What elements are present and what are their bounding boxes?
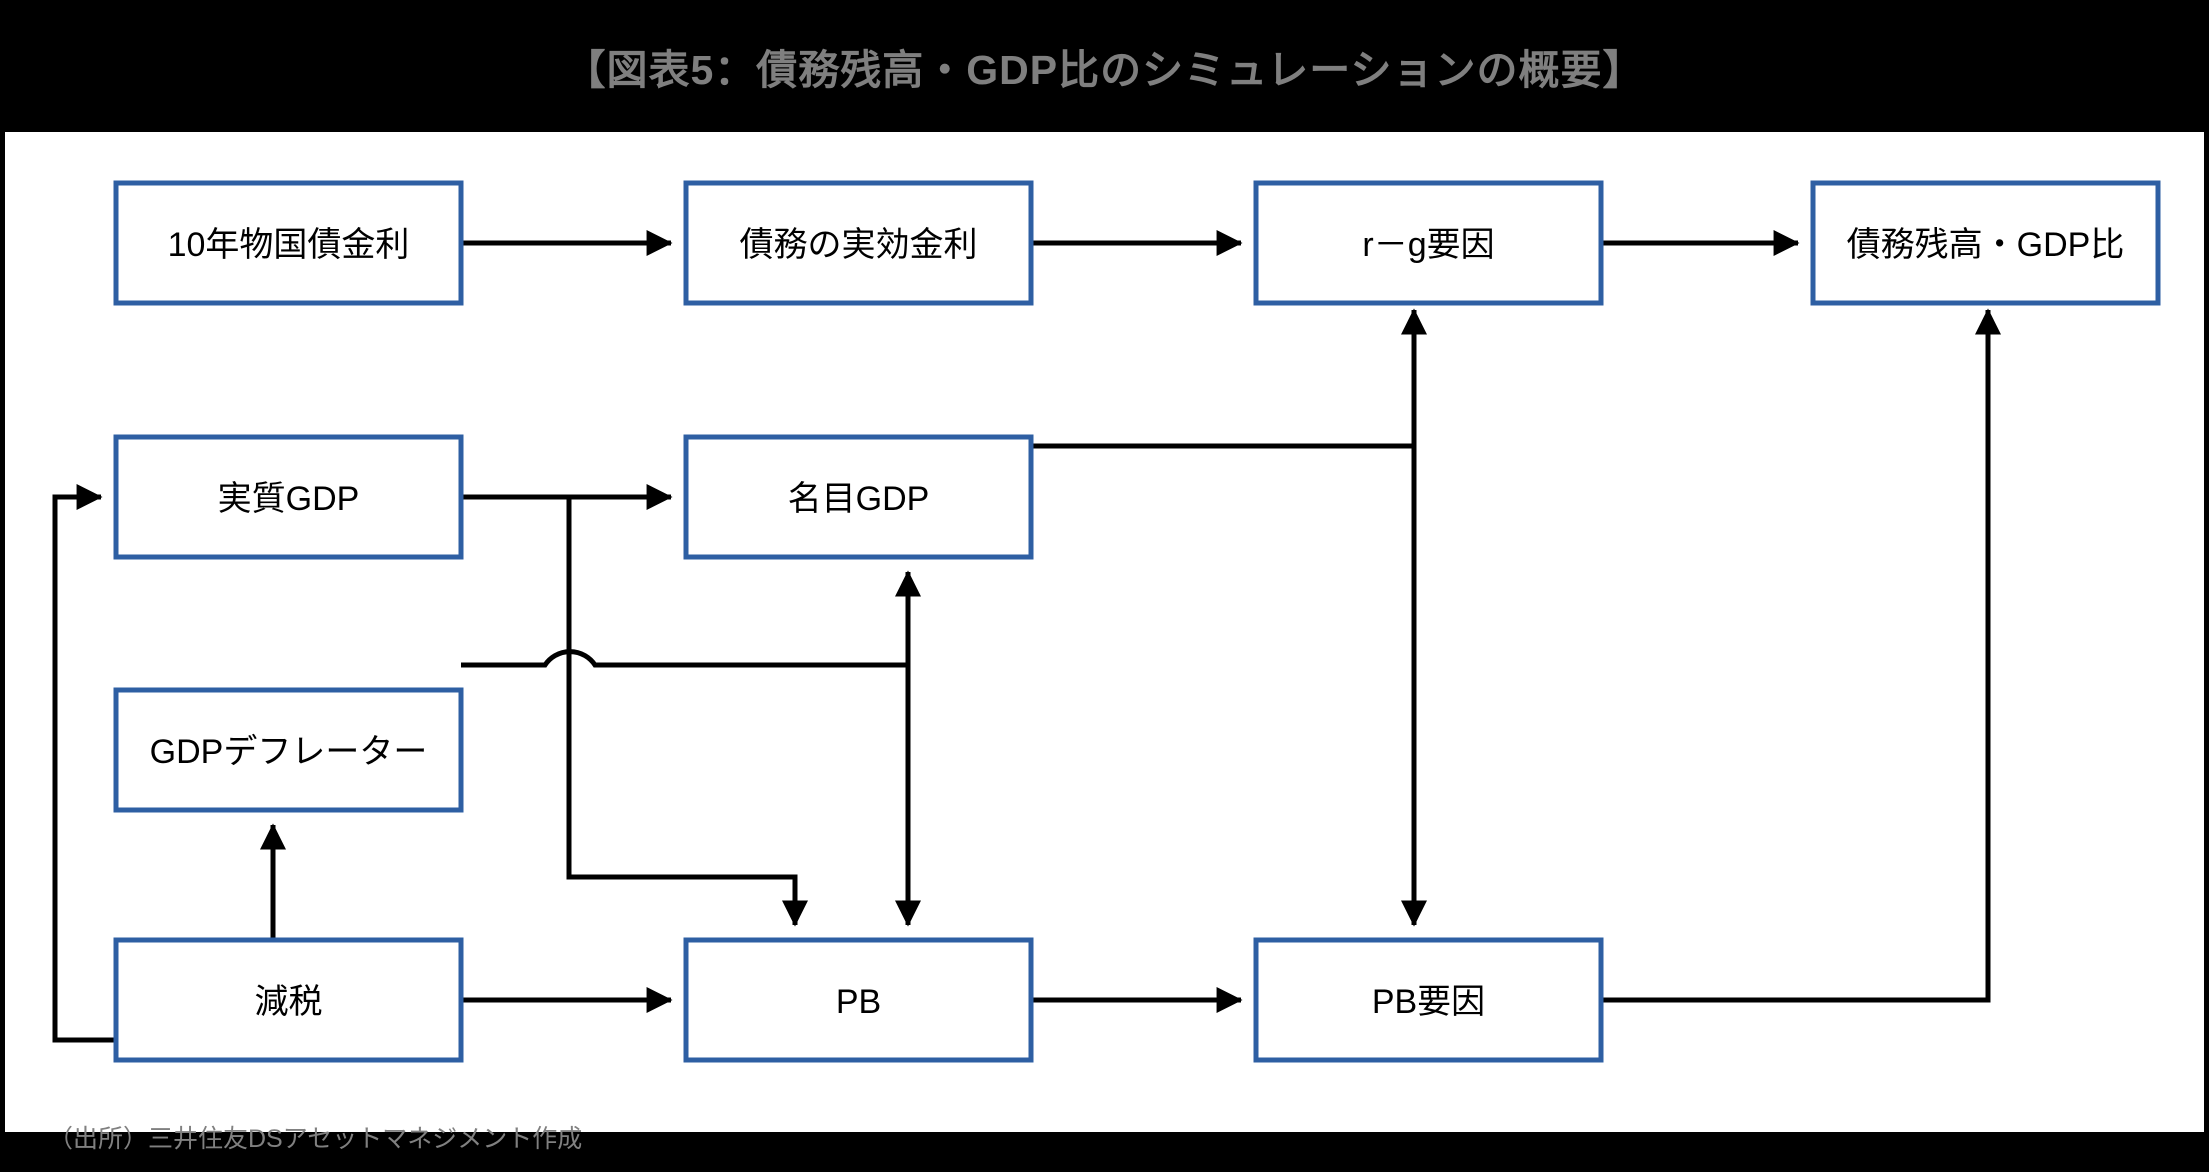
node-box[interactable] xyxy=(683,434,1034,560)
node-debt-gdp[interactable]: 債務残高・GDP比 xyxy=(1810,180,2161,306)
node-box[interactable] xyxy=(1253,180,1604,306)
node-box[interactable] xyxy=(683,937,1034,1063)
node-box[interactable] xyxy=(113,180,464,306)
node-label: 減税 xyxy=(255,983,323,1021)
node-pb[interactable]: PB xyxy=(683,937,1034,1063)
node-label: 債務の実効金利 xyxy=(740,226,978,264)
source-note: （出所）三井住友DSアセットマネジメント作成 xyxy=(48,1125,583,1153)
node-pb-factor[interactable]: PB要因 xyxy=(1253,937,1604,1063)
connector-layer xyxy=(52,230,2001,1043)
node-label: PB要因 xyxy=(1372,983,1485,1021)
node-box[interactable] xyxy=(113,687,464,813)
node-label: 10年物国債金利 xyxy=(168,226,410,264)
flowchart-canvas: 10年物国債金利 債務の実効金利 r－g要因 債務残高・GDP比 実質GDP xyxy=(52,180,2161,1063)
node-box[interactable] xyxy=(1253,937,1604,1063)
node-box[interactable] xyxy=(113,434,464,560)
node-label: 名目GDP xyxy=(788,480,930,518)
node-eff-rate[interactable]: 債務の実効金利 xyxy=(683,180,1034,306)
node-rg-factor[interactable]: r－g要因 xyxy=(1253,180,1604,306)
node-layer: 10年物国債金利 債務の実効金利 r－g要因 債務残高・GDP比 実質GDP xyxy=(113,180,2161,1063)
node-deflator[interactable]: GDPデフレーター xyxy=(113,687,464,813)
node-label: GDPデフレーター xyxy=(150,733,428,771)
edge-deflator-hop-line xyxy=(461,649,908,668)
edge-pb-factor-to-debt-gdp xyxy=(1601,308,2001,1003)
figure-title: 【図表5：債務残高・GDP比のシミュレーションの概要】 xyxy=(564,47,1645,93)
node-label: r－g要因 xyxy=(1362,226,1494,264)
node-label: 実質GDP xyxy=(218,480,360,518)
node-box[interactable] xyxy=(113,937,464,1063)
edge-real-gdp-branch-to-pb xyxy=(566,497,808,927)
edge-tax-cut-to-real-gdp-loop xyxy=(52,484,116,1043)
node-real-gdp[interactable]: 実質GDP xyxy=(113,434,464,560)
node-box[interactable] xyxy=(683,180,1034,306)
node-box[interactable] xyxy=(1810,180,2161,306)
node-label: 債務残高・GDP比 xyxy=(1847,226,2125,264)
node-nominal-gdp[interactable]: 名目GDP xyxy=(683,434,1034,560)
diagram-panel: 10年物国債金利 債務の実効金利 r－g要因 債務残高・GDP比 実質GDP xyxy=(5,132,2204,1132)
node-tax-cut[interactable]: 減税 xyxy=(113,937,464,1063)
node-jgb10y[interactable]: 10年物国債金利 xyxy=(113,180,464,306)
node-label: PB xyxy=(836,983,881,1021)
